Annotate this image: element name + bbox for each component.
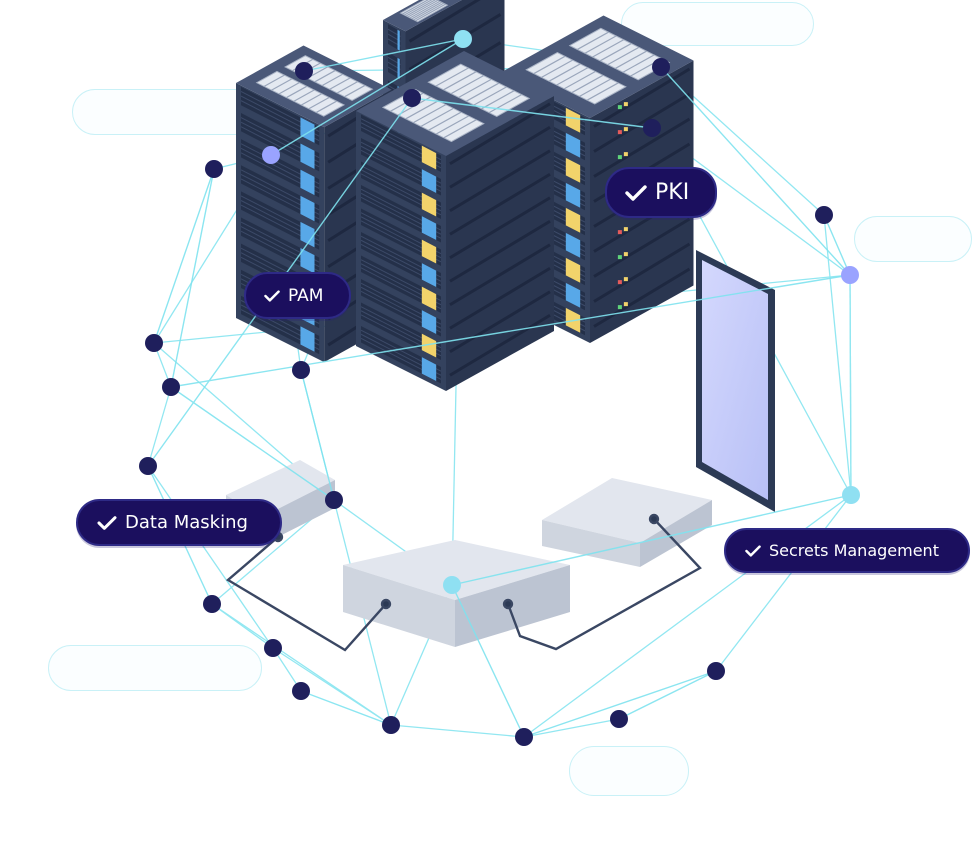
network-node <box>443 576 461 594</box>
server-rack <box>356 51 554 391</box>
network-node <box>842 486 860 504</box>
rack-base-plates <box>226 460 712 647</box>
check-icon <box>745 544 761 558</box>
network-line <box>147 465 274 649</box>
network-node <box>162 378 180 396</box>
pki-badge: PKI <box>605 167 717 218</box>
network-line <box>300 690 392 726</box>
network-line <box>170 386 335 501</box>
network-line <box>170 168 215 388</box>
network-node <box>264 639 282 657</box>
network-node <box>295 62 313 80</box>
network-node <box>292 682 310 700</box>
network-node <box>454 30 472 48</box>
ghost-pill <box>569 746 689 796</box>
network-line <box>823 214 852 496</box>
network-line <box>270 38 464 156</box>
pki-label: PKI <box>655 180 690 205</box>
network-line <box>849 274 852 496</box>
network-node <box>262 146 280 164</box>
secrets-management-badge: Secrets Management <box>724 528 970 573</box>
network-node <box>292 361 310 379</box>
network-node <box>652 58 670 76</box>
network-node <box>610 710 628 728</box>
network-line <box>660 66 851 276</box>
network-node <box>325 491 343 509</box>
network-node <box>403 89 421 107</box>
network-line <box>411 97 653 129</box>
pam-badge: PAM <box>244 272 351 319</box>
network-node <box>815 206 833 224</box>
network-line <box>451 494 852 586</box>
network-node <box>515 728 533 746</box>
network-line <box>300 369 335 501</box>
check-icon <box>264 289 280 303</box>
network-line <box>153 168 215 344</box>
network-node <box>707 662 725 680</box>
network-node <box>841 266 859 284</box>
network-line <box>272 647 392 726</box>
network-node <box>205 160 223 178</box>
network-lines-front <box>147 38 852 738</box>
network-line <box>523 718 620 738</box>
network-node <box>382 716 400 734</box>
network-line <box>451 584 525 738</box>
ghost-pill <box>854 216 972 262</box>
network-line <box>147 386 172 467</box>
rack-cables <box>225 513 702 652</box>
data-masking-label: Data Masking <box>125 512 248 533</box>
network-line <box>823 214 851 276</box>
network-line <box>390 724 525 738</box>
network-node <box>145 334 163 352</box>
secrets-management-label: Secrets Management <box>769 541 939 560</box>
ghost-pill <box>621 2 814 46</box>
network-node <box>643 119 661 137</box>
network-line <box>523 670 717 738</box>
network-line <box>303 38 464 72</box>
data-masking-badge: Data Masking <box>76 499 282 546</box>
network-line <box>715 494 852 672</box>
ghost-pill <box>48 645 262 691</box>
network-node <box>139 457 157 475</box>
network-line <box>618 670 717 720</box>
check-icon <box>97 515 117 531</box>
pam-label: PAM <box>288 285 324 306</box>
network-nodes <box>139 30 860 746</box>
network-node <box>203 595 221 613</box>
check-icon <box>625 184 647 202</box>
rack-open-door <box>696 250 775 512</box>
network-line <box>170 274 851 388</box>
